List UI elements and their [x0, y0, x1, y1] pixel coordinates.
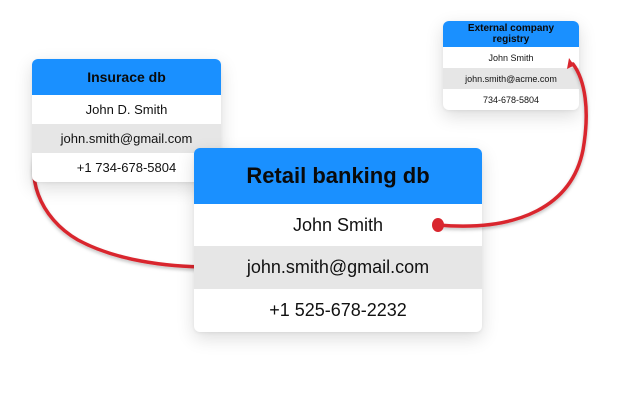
retail-banking-db-name: John Smith [292, 214, 384, 235]
external-registry-name: John Smith [488, 52, 534, 63]
external-registry-title: External company registry [443, 21, 579, 47]
insurance-db-name: John D. Smith [85, 102, 168, 117]
retail-banking-db-phone: +1 525-678-2232 [269, 300, 407, 320]
insurance-db-phone: +1 734-678-5804 [76, 160, 177, 175]
insurance-db-title: Insurace db [32, 59, 221, 95]
insurance-db-email: john.smith@gmail.com [32, 124, 221, 153]
external-registry-email: john.smith@acme.com [443, 68, 579, 89]
external-registry-phone: 734-678-5804 [482, 94, 540, 105]
insurance-db-card: Insurace db John D. Smith john.smith@gma… [32, 59, 221, 182]
retail-banking-db-card: Retail banking db John Smith john.smith@… [194, 148, 482, 332]
retail-banking-db-email: john.smith@gmail.com [194, 246, 482, 289]
external-registry-card: External company registry John Smith joh… [443, 21, 579, 110]
retail-banking-db-title: Retail banking db [194, 148, 482, 204]
